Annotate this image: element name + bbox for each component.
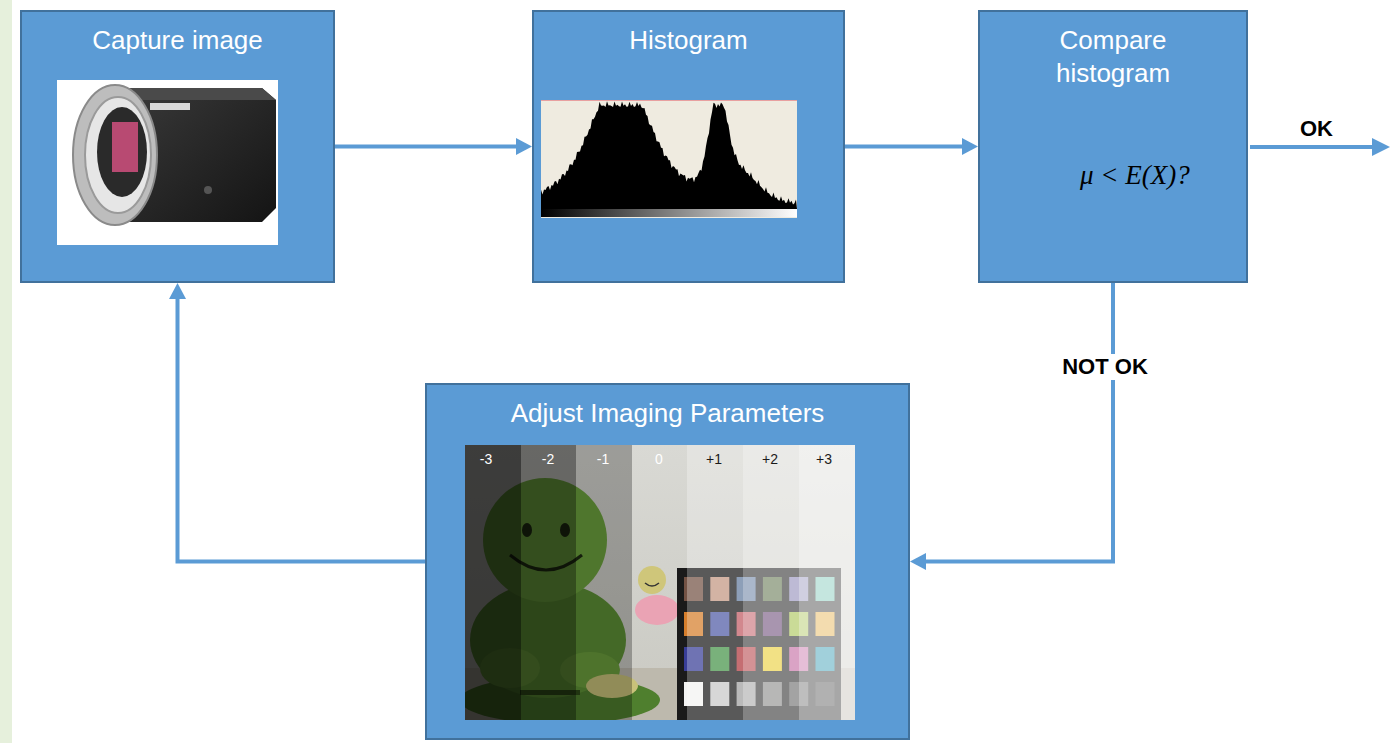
box-title: Capture image [22,24,333,57]
small-figure-head [638,566,666,594]
condition-text: μ < E(X)? [1080,160,1190,191]
camera-logo [150,103,190,110]
exposure-value: +3 [816,451,832,467]
flow-arrow [910,283,1113,570]
connector-line [845,145,964,149]
intensity-bar [541,209,797,217]
exposure-value: -2 [542,451,554,467]
flow-arrow [169,283,425,562]
exposure-value: -3 [480,451,492,467]
exposure-band [687,445,743,720]
output-label: OK [1300,116,1333,142]
box-title: Histogram [534,24,843,57]
arrowhead [516,138,532,155]
connector-line [178,297,426,562]
arrowhead [910,553,926,570]
exposure-value: 0 [655,451,663,467]
arrowhead [169,283,186,299]
photo-wall [465,445,855,720]
arrowhead [962,138,978,155]
exposure-band [576,445,632,720]
margin-strip [0,0,12,743]
exposure-value: +2 [762,451,778,467]
camera-led [204,186,212,194]
picture-ground [57,80,278,245]
small-figure-smile [645,583,659,586]
histogram-ground [541,100,797,218]
exposure-value: +1 [706,451,722,467]
histogram-picture [541,100,797,218]
histogram-frame [541,100,797,101]
exposure-band [799,445,855,720]
box-title: Compare histogram [1023,24,1203,89]
camera-top [120,88,276,100]
exposure-band [465,445,521,720]
output-arrowhead [1372,138,1390,156]
exposure-band [521,445,576,720]
image-sensor [112,122,138,172]
box-title: Adjust Imaging Parameters [427,397,908,430]
flow-arrow [845,138,978,155]
edge-label: NOT OK [1059,354,1151,380]
output-line [1250,145,1374,149]
lens-ring [73,85,157,225]
connector-line [335,145,518,149]
histogram-area [541,101,797,209]
compare-box: Compare histogram μ < E(X)? [978,10,1248,283]
exposure-value: -1 [597,451,609,467]
flow-arrow [335,138,532,155]
exposure-photo [465,445,855,720]
camera-picture [57,80,278,245]
exposure-band [743,445,799,720]
lens-ring-inner [85,97,151,213]
lens-mount [97,107,147,197]
small-figure-body [635,595,679,625]
connector-line [924,283,1113,562]
